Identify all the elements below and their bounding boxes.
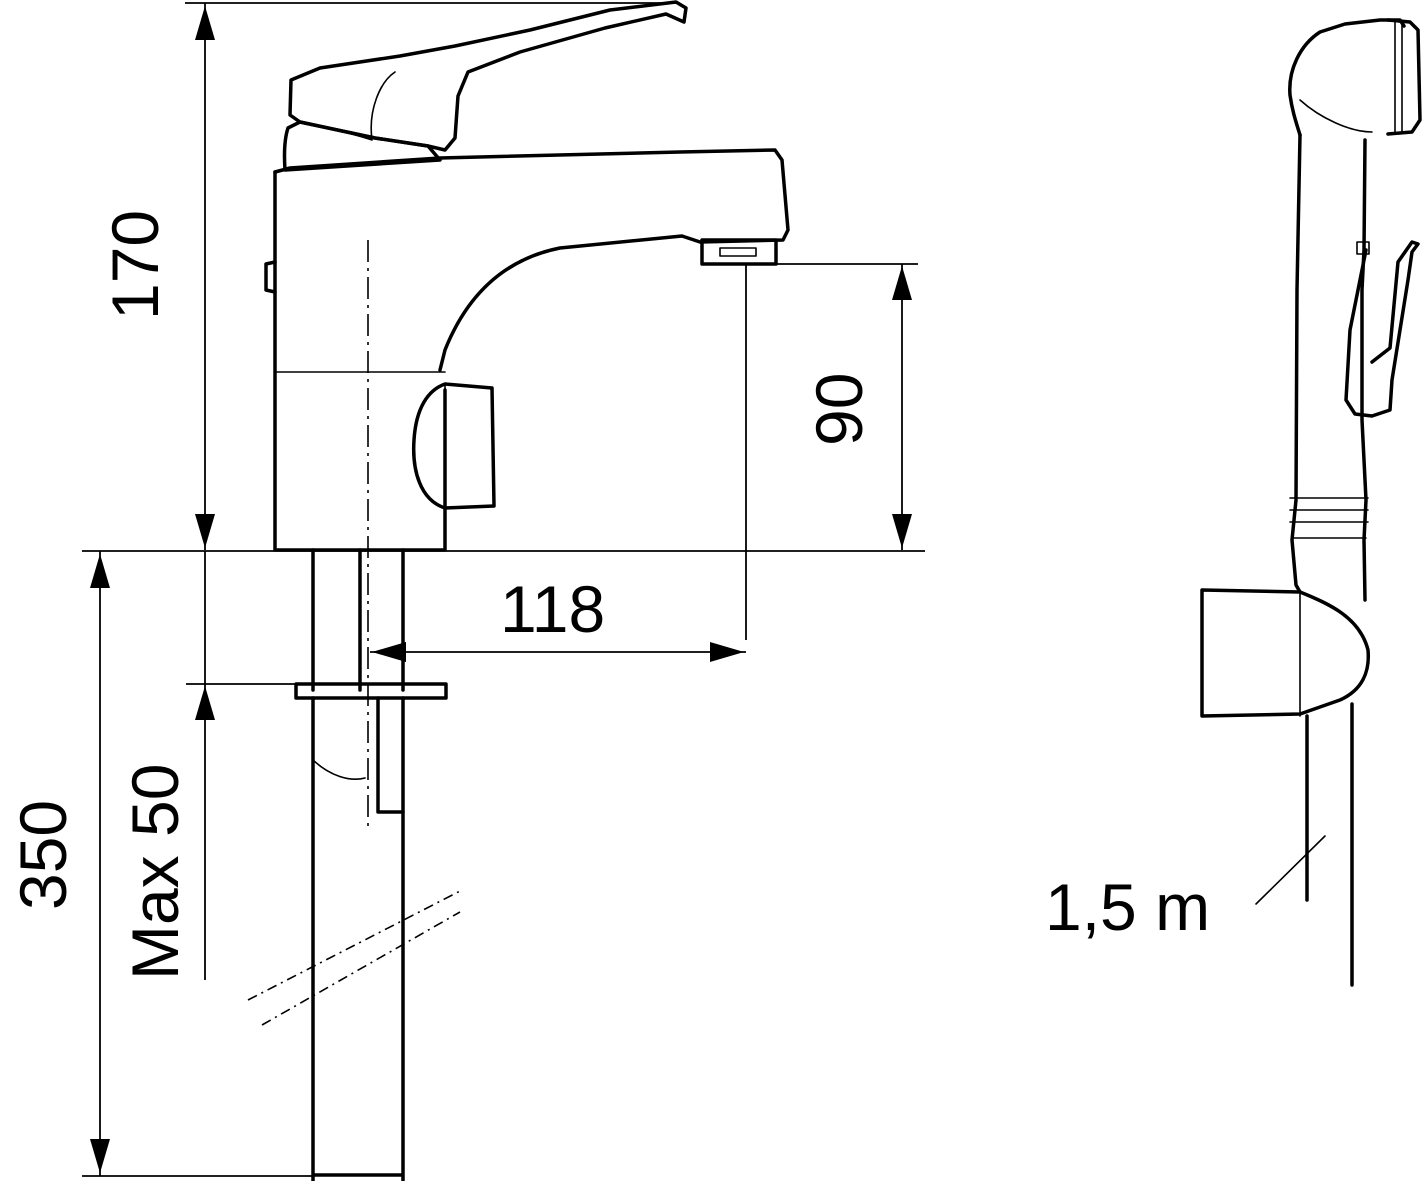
faucet-cartridge — [282, 120, 442, 172]
dim-label-118: 118 — [500, 572, 605, 646]
dim-label-max-50: Max 50 — [118, 764, 192, 980]
dim-label-170: 170 — [98, 210, 172, 320]
shower-hose — [1305, 702, 1354, 987]
shower-handle — [1290, 133, 1302, 594]
faucet-aerator — [700, 238, 778, 266]
dimension-lines — [82, 2, 925, 1177]
faucet-knob — [411, 382, 496, 510]
faucet-spout — [273, 148, 790, 372]
shower-head — [1288, 18, 1406, 137]
dim-label-hose-length: 1,5 m — [1045, 870, 1210, 944]
dim-label-350: 350 — [6, 800, 80, 910]
shower-trigger — [1344, 240, 1420, 418]
supply-hose — [311, 696, 405, 1181]
faucet-shank — [311, 548, 405, 692]
faucet-body — [273, 170, 447, 552]
shower-holder — [1200, 588, 1371, 718]
dim-label-90: 90 — [802, 373, 876, 446]
faucet-lever — [288, 0, 688, 152]
hand-shower-side-view — [1200, 18, 1422, 987]
faucet-side-view — [247, 0, 790, 1181]
